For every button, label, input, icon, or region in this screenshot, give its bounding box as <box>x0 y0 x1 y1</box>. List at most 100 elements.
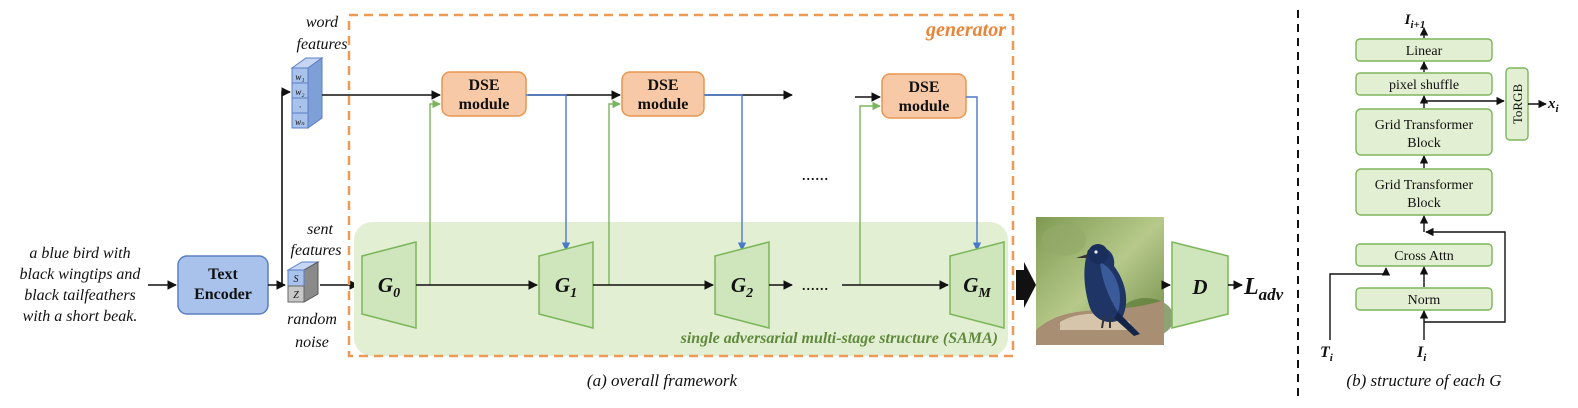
arrow-to-dse3 <box>859 101 881 285</box>
dse-module-2: DSE module <box>621 71 705 117</box>
i-in-base: I <box>1416 344 1424 361</box>
norm-label: Norm <box>1408 293 1441 308</box>
torgb-label: ToRGB <box>1510 84 1525 125</box>
arrow-encoder-to-word <box>281 87 291 285</box>
torgb-block: ToRGB <box>1505 67 1529 141</box>
random-noise-label-2: noise <box>295 334 329 351</box>
gm-sub: M <box>977 286 991 301</box>
x-out-sub: i <box>1556 103 1560 115</box>
text-encoder-line-2: Encoder <box>194 286 252 303</box>
word-cell-2: w₂ <box>295 87 304 97</box>
svg-text:GM: GM <box>963 273 991 301</box>
dse-3-line-1: DSE <box>908 79 939 96</box>
t-in-base: T <box>1320 344 1331 361</box>
grid-transformer-block-1: Grid Transformer Block <box>1355 108 1493 156</box>
generator-gm: GM <box>949 241 1005 329</box>
sama-label: single adversarial multi-stage structure… <box>680 330 998 347</box>
dse-2-line-1: DSE <box>647 77 678 94</box>
dse-1-line-1: DSE <box>468 77 499 94</box>
dse-1-line-2: module <box>459 96 510 113</box>
input-line-1: a blue bird with <box>29 245 130 262</box>
word-cell-1: w₁ <box>295 72 304 82</box>
sama-region <box>354 222 1008 356</box>
pixel-shuffle-block: pixel shuffle <box>1355 72 1493 96</box>
residual-to-cross <box>1425 227 1506 297</box>
dse-module-1: DSE module <box>441 71 527 117</box>
arrow-t-to-cross <box>1329 267 1391 340</box>
grid1-line-2: Block <box>1407 136 1440 151</box>
caption-a: (a) overall framework <box>587 371 738 390</box>
norm-block: Norm <box>1355 287 1493 311</box>
generator-g0: G0 <box>361 241 417 329</box>
loss-base: L <box>1243 274 1259 300</box>
g0-sub: 0 <box>393 286 400 301</box>
generator-boundary <box>347 13 1015 358</box>
arrow-dse1-to-g1 <box>526 94 571 251</box>
loss-sub: adv <box>1259 285 1284 304</box>
x-output: xi <box>1547 96 1560 115</box>
generated-bird-image <box>1036 217 1174 345</box>
output-arrow <box>1016 262 1036 308</box>
linear-block: Linear <box>1355 38 1493 62</box>
generator-label: generator <box>925 19 1006 41</box>
output-i-base: I <box>1404 12 1412 28</box>
grid2-line-2: Block <box>1407 196 1440 211</box>
cross-attn-label: Cross Attn <box>1394 249 1454 264</box>
t-in-sub: i <box>1330 352 1334 364</box>
grid2-line-1: Grid Transformer <box>1375 178 1474 193</box>
dots-between-dse: ...... <box>802 164 829 184</box>
discriminator: D <box>1171 241 1229 329</box>
arrow-g0-to-dse1 <box>429 99 441 285</box>
grid-transformer-block-2: Grid Transformer Block <box>1355 168 1493 216</box>
i-in-sub: i <box>1423 352 1427 364</box>
random-noise-label-1: random <box>287 311 337 328</box>
word-features-label-2: features <box>297 36 348 53</box>
dse-module-3: DSE module <box>881 73 967 119</box>
dots-between-g: ...... <box>802 274 829 294</box>
g2-base: G <box>731 273 746 297</box>
text-encoder: Text Encoder <box>177 255 269 315</box>
grid1-line-1: Grid Transformer <box>1375 118 1474 133</box>
input-line-4: with a short beak. <box>23 308 138 325</box>
g2-sub: 2 <box>745 286 753 301</box>
input-caption: a blue bird with black wingtips and blac… <box>20 245 142 325</box>
x-out-base: x <box>1547 96 1556 112</box>
arrow-dse3-to-gm <box>966 96 982 251</box>
discriminator-label: D <box>1191 275 1207 299</box>
svg-text:G2: G2 <box>731 273 753 301</box>
g0-base: G <box>378 273 393 297</box>
residual-branch <box>1424 297 1506 323</box>
arrow-dse2-to-g2 <box>704 94 747 251</box>
pixel-shuffle-label: pixel shuffle <box>1389 78 1459 93</box>
dse-3-line-2: module <box>899 98 950 115</box>
sent-features-label-1: sent <box>307 221 333 238</box>
g1-base: G <box>555 273 570 297</box>
i-input: Ii <box>1416 344 1427 364</box>
cross-attn-block: Cross Attn <box>1355 243 1493 267</box>
word-features-label-1: word <box>306 14 339 31</box>
t-input: Ti <box>1320 344 1334 364</box>
generator-g2: G2 <box>714 241 770 329</box>
output-i-sub: i+1 <box>1411 19 1426 31</box>
sent-features-label-2: features <box>291 242 342 259</box>
gm-base: G <box>963 273 978 297</box>
caption-b: (b) structure of each G <box>1346 371 1501 390</box>
output-i-next: Ii+1 <box>1404 12 1426 31</box>
loss-label: Ladv <box>1243 274 1284 304</box>
sent-features-stack: S Z <box>286 261 320 303</box>
sent-cell-s: S <box>294 274 299 285</box>
g1-sub: 1 <box>570 286 577 301</box>
generator-g1: G1 <box>538 241 594 329</box>
input-line-2: black wingtips and <box>20 266 142 283</box>
text-encoder-line-1: Text <box>208 266 238 283</box>
word-cell-4: wₙ <box>295 117 305 127</box>
word-cell-3: · <box>299 102 301 112</box>
word-features-stack: w₁ w₂ · wₙ <box>290 57 324 129</box>
sent-cell-z: Z <box>293 290 299 301</box>
svg-text:G1: G1 <box>555 273 577 301</box>
arrow-g1-to-dse2 <box>608 99 621 285</box>
input-line-3: black tailfeathers <box>24 287 136 304</box>
dse-2-line-2: module <box>638 96 689 113</box>
linear-label: Linear <box>1406 44 1443 59</box>
